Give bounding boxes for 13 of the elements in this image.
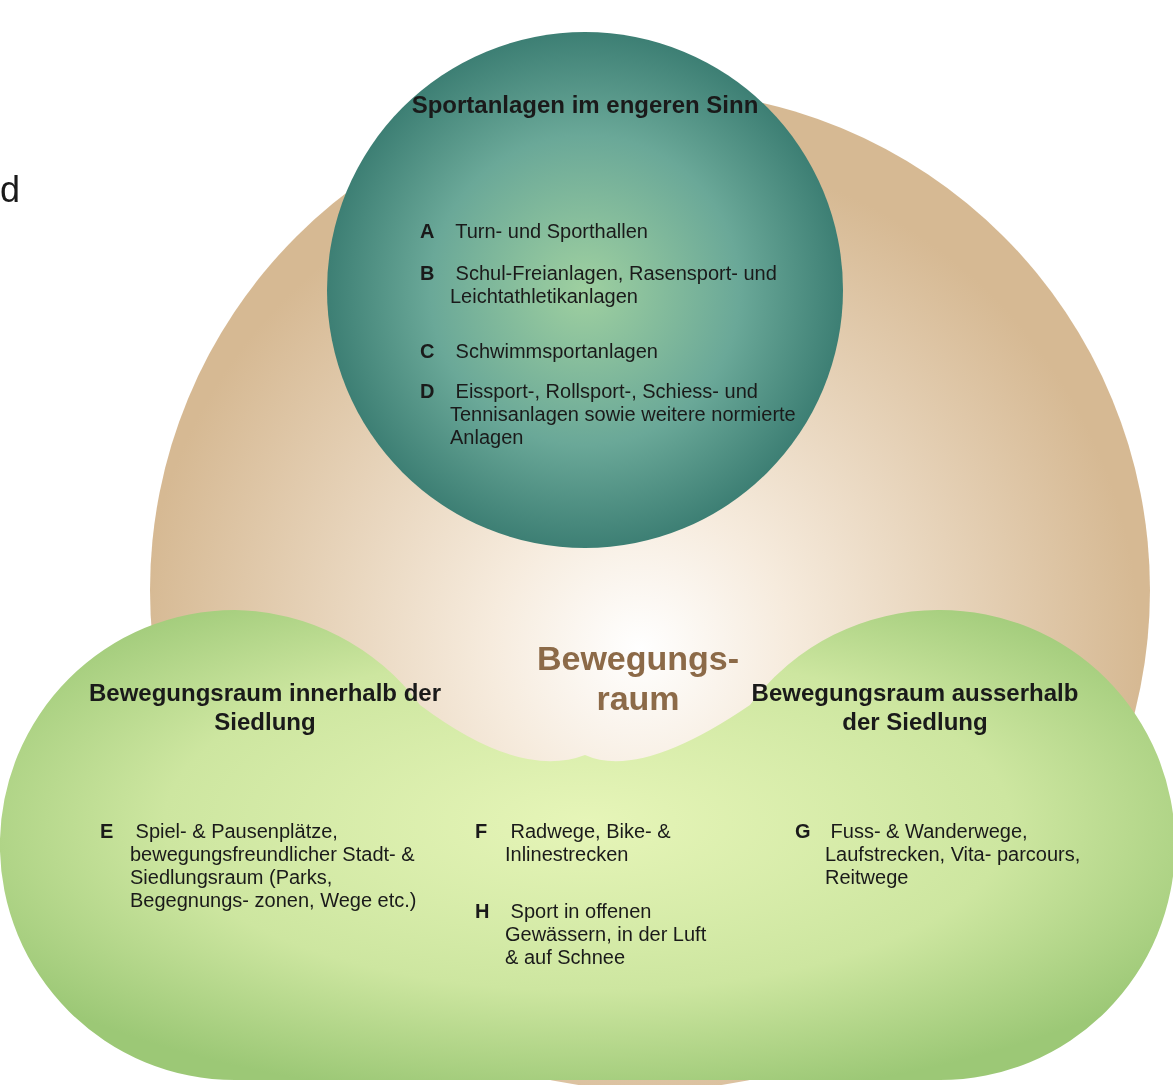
- list-item: F Radwege, Bike- & Inlinestrecken: [475, 820, 672, 866]
- circle-title: Bewegungs- raum: [535, 638, 741, 718]
- list-item: E Spiel- & Pausenplätze, bewegungsfreundlicher Stadt- & Siedlungsraum (Parks, Begegnungs- zonen, Wege etc.): [100, 820, 418, 912]
- list-item: D Eissport-, Rollsport-, Schiess- und Tennisanlagen sowie weitere normierte Anlagen: [420, 380, 797, 449]
- text-fragment: d: [0, 170, 21, 210]
- list-item: G Fuss- & Wanderwege, Laufstrecken, Vita- parcours, Reitwege: [795, 820, 1082, 889]
- area-heading: Bewegungsraum innerhalb der Siedlung: [87, 678, 443, 736]
- list-item: A Turn- und Sporthallen: [420, 220, 649, 243]
- list-item: B Schul-Freianlagen, Rasensport- und Leichtathletikanlagen: [420, 262, 778, 308]
- list-item: C Schwimmsportanlagen: [420, 340, 659, 363]
- list-item: H Sport in offenen Gewässern, in der Luft & auf Schnee: [475, 900, 708, 969]
- area-heading: Bewegungsraum ausserhalb der Siedlung: [750, 678, 1080, 736]
- circle-heading: Sportanlagen im engeren Sinn: [410, 90, 760, 119]
